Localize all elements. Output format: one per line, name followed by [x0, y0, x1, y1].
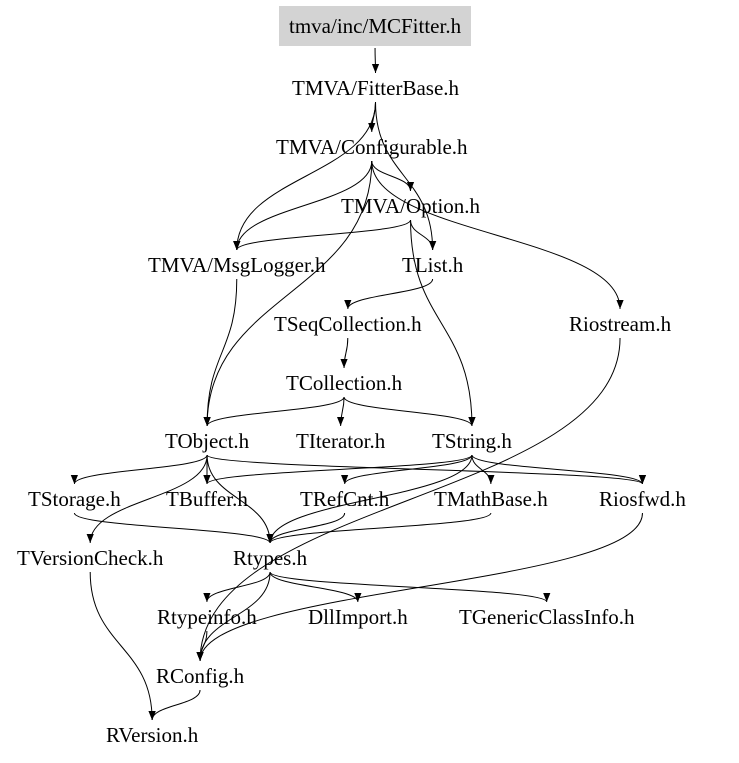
edge-rtypeinfo-to-rconfig	[196, 630, 208, 662]
edge-tstring-to-tmathbase	[471, 454, 495, 485]
edge-option-to-tstring	[410, 219, 476, 427]
node-configurable[interactable]: TMVA/Configurable.h	[276, 135, 468, 159]
edge-tstring-to-riosfwd	[471, 454, 646, 485]
edge-tobject-to-tversioncheck	[86, 454, 208, 544]
edge-tmathbase-to-rtypes	[266, 512, 492, 544]
edge-tobject-to-riosfwd	[206, 454, 646, 485]
edge-tlist-to-tseqcollection	[344, 278, 434, 310]
edge-rtypes-to-dllimport	[269, 571, 362, 603]
edge-trefcnt-to-rtypes	[266, 512, 346, 544]
node-tversioncheck[interactable]: TVersionCheck.h	[17, 546, 164, 570]
edge-rtypes-to-tgenericclassinfo	[269, 571, 551, 603]
node-tstorage[interactable]: TStorage.h	[28, 487, 121, 511]
edge-configurable-to-option	[371, 160, 415, 192]
node-rversion[interactable]: RVersion.h	[106, 723, 199, 747]
node-tgenericclassinfo[interactable]: TGenericClassInfo.h	[459, 605, 635, 629]
node-tstring[interactable]: TString.h	[432, 429, 512, 453]
edge-tstring-to-tbuffer	[203, 454, 473, 485]
edge-configurable-to-msglogger	[233, 160, 373, 251]
node-tbuffer[interactable]: TBuffer.h	[166, 487, 248, 511]
node-rtypes[interactable]: Rtypes.h	[233, 546, 308, 570]
node-tlist[interactable]: TList.h	[402, 253, 464, 277]
edge-tcollection-to-titerator	[337, 396, 345, 427]
edge-configurable-to-tobject	[203, 160, 373, 427]
node-tseqcollection[interactable]: TSeqCollection.h	[274, 312, 422, 336]
node-tmathbase[interactable]: TMathBase.h	[434, 487, 548, 511]
edge-tversioncheck-to-rversion	[89, 571, 156, 721]
node-riosfwd[interactable]: Riosfwd.h	[599, 487, 686, 511]
edge-tstorage-to-rtypes	[73, 512, 274, 544]
edge-fitterbase-to-msglogger	[233, 101, 377, 251]
node-fitterbase[interactable]: TMVA/FitterBase.h	[292, 76, 460, 100]
node-titerator[interactable]: TIterator.h	[296, 429, 386, 453]
edge-option-to-msglogger	[233, 219, 412, 251]
node-tcollection[interactable]: TCollection.h	[286, 371, 403, 395]
node-mcfitter-root[interactable]: tmva/inc/MCFitter.h	[279, 6, 472, 46]
edge-msglogger-to-tobject	[203, 278, 238, 427]
edge-riosfwd-to-rconfig	[196, 512, 643, 662]
node-rtypeinfo[interactable]: Rtypeinfo.h	[157, 605, 257, 629]
edge-option-to-tlist	[410, 219, 437, 251]
node-option[interactable]: TMVA/Option.h	[341, 194, 481, 218]
edge-tstring-to-trefcnt	[341, 454, 473, 485]
node-msglogger[interactable]: TMVA/MsgLogger.h	[148, 253, 326, 277]
edge-tstring-to-rtypes	[266, 454, 473, 544]
node-riostream[interactable]: Riostream.h	[569, 312, 672, 336]
edge-tobject-to-rtypes	[206, 454, 274, 544]
node-trefcnt[interactable]: TRefCnt.h	[300, 487, 390, 511]
edge-rconfig-to-rversion	[148, 689, 201, 721]
edge-riostream-to-rconfig	[196, 337, 621, 662]
edge-tseqcollection-to-tcollection	[340, 337, 349, 369]
edge-tobject-to-tstorage	[70, 454, 208, 485]
node-tobject[interactable]: TObject.h	[165, 429, 250, 453]
edge-tcollection-to-tobject	[203, 396, 345, 427]
edge-fitterbase-to-tlist	[375, 101, 437, 251]
node-rconfig[interactable]: RConfig.h	[156, 664, 245, 688]
edge-configurable-to-riostream	[371, 160, 624, 310]
edge-rtypes-to-rtypeinfo	[203, 571, 271, 603]
node-dllimport[interactable]: DllImport.h	[308, 605, 408, 629]
edge-tcollection-to-tstring	[343, 396, 476, 427]
